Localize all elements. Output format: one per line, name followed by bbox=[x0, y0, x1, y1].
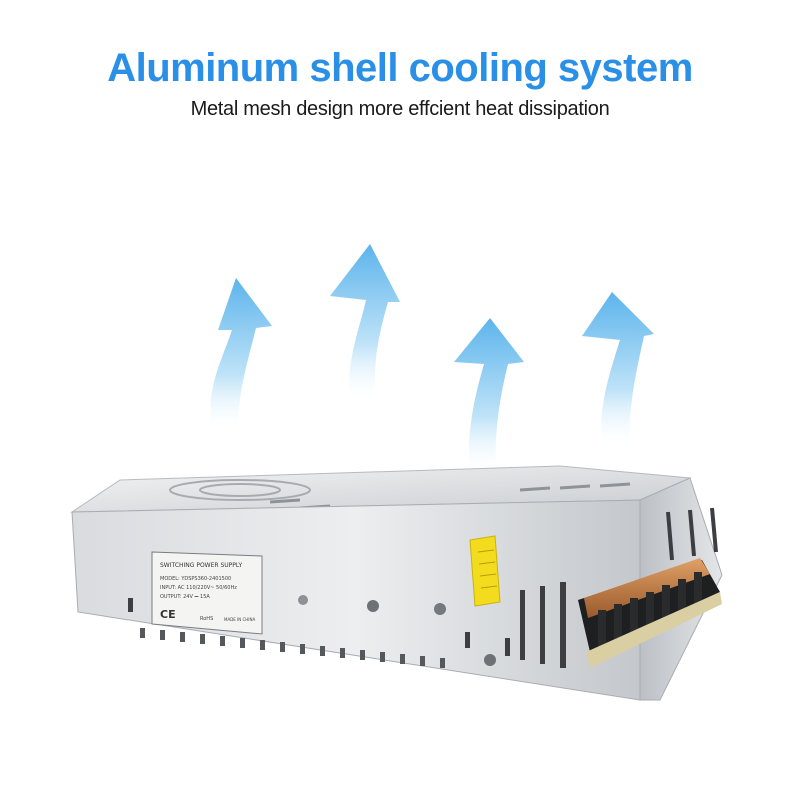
heat-arrows bbox=[210, 244, 654, 470]
label-made-in: MADE IN CHINA bbox=[224, 617, 255, 622]
upward-airflow-arrow-icon bbox=[582, 292, 654, 444]
label-output: OUTPUT: 24V ⎓ 15A bbox=[160, 594, 210, 600]
label-title: SWITCHING POWER SUPPLY bbox=[160, 562, 242, 569]
upward-airflow-arrow-icon bbox=[330, 244, 400, 398]
spec-label: SWITCHING POWER SUPPLY MODEL: YDSPS360-2… bbox=[151, 551, 263, 635]
label-rohs: RoHS bbox=[200, 616, 213, 622]
warning-sticker bbox=[469, 535, 501, 607]
label-input: INPUT: AC 110/220V~ 50/60Hz bbox=[160, 585, 237, 591]
terminal-block bbox=[578, 558, 722, 668]
label-model: MODEL: YDSPS360-2401500 bbox=[160, 576, 231, 582]
upward-airflow-arrow-icon bbox=[210, 278, 272, 428]
headline: Aluminum shell cooling system bbox=[107, 46, 693, 90]
subline: Metal mesh design more effcient heat dis… bbox=[190, 98, 610, 120]
screw-icon bbox=[298, 595, 496, 666]
label-ce-mark: CE bbox=[160, 608, 176, 621]
upward-airflow-arrow-icon bbox=[454, 318, 524, 470]
power-supply-case: SWITCHING POWER SUPPLY MODEL: YDSPS360-2… bbox=[70, 465, 723, 701]
